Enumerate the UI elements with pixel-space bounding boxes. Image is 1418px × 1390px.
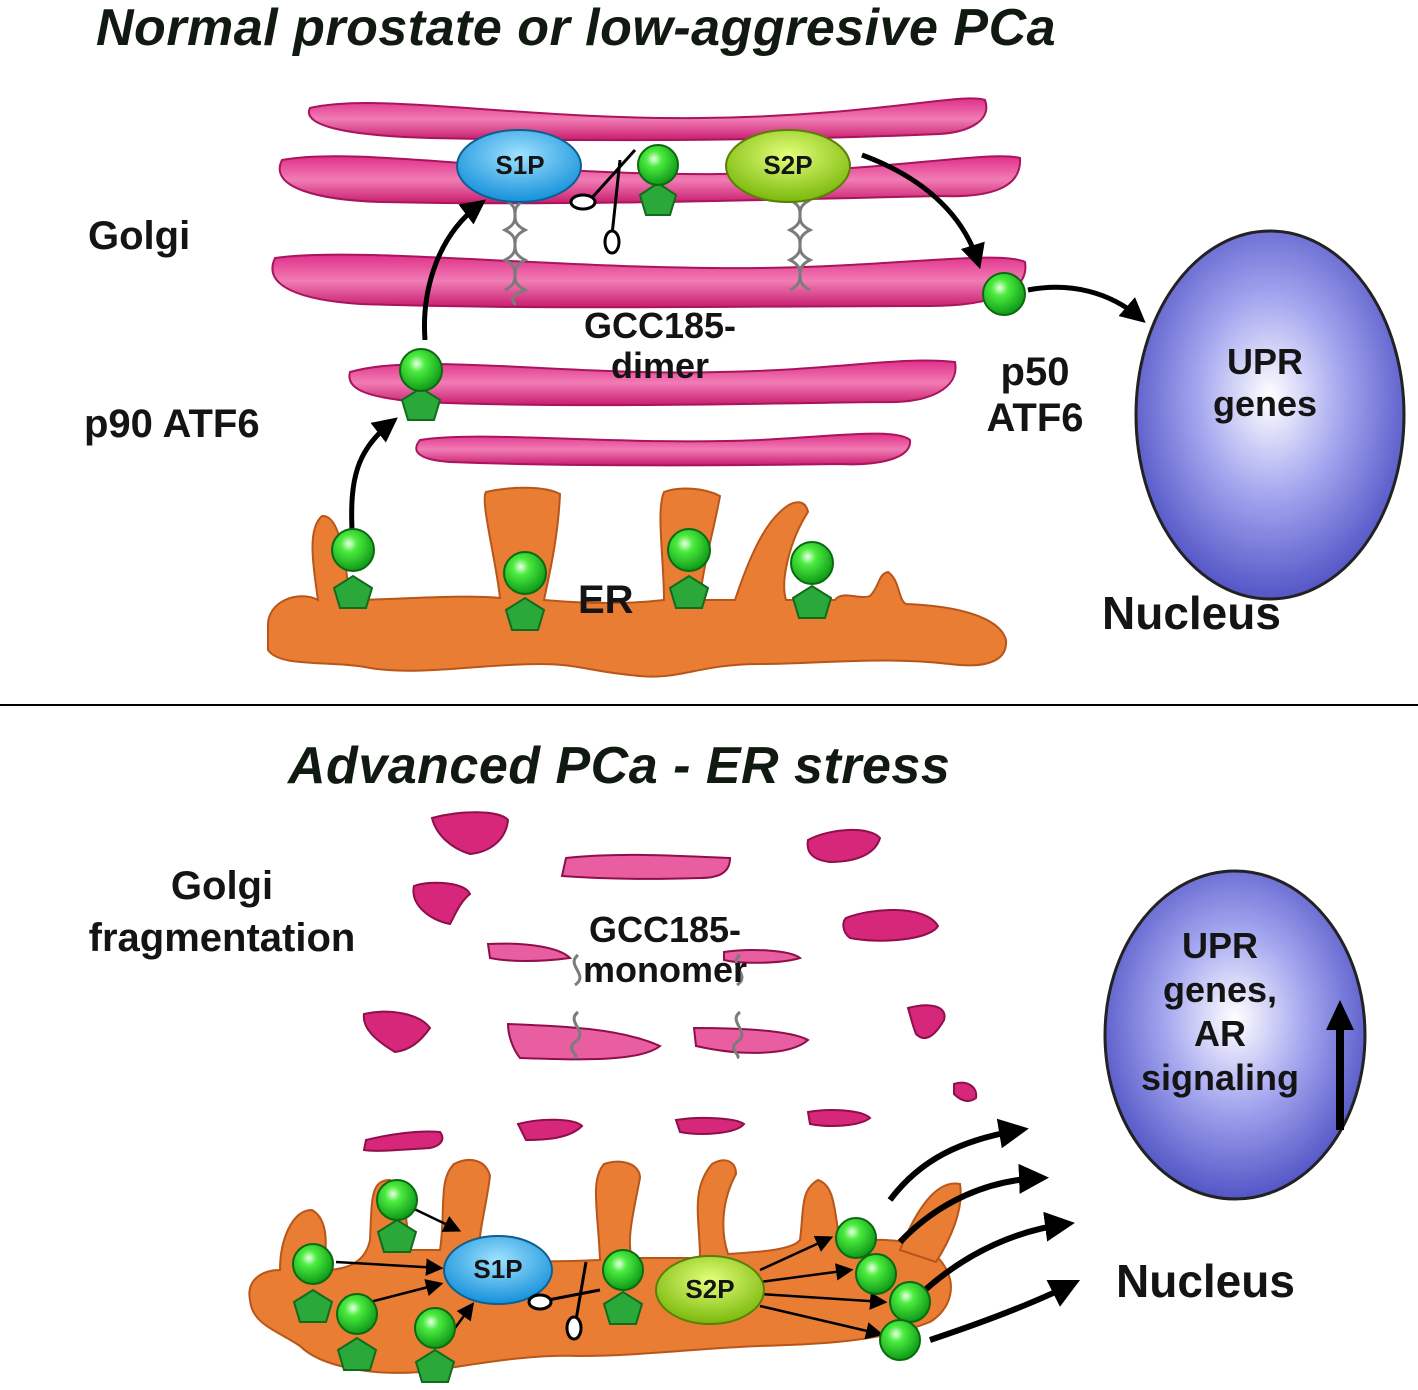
nucleus-label-top: Nucleus (1102, 587, 1281, 639)
gcc185-monomer-coils (570, 953, 744, 1060)
nucleus-genes-bottom: UPR genes, AR signaling (1120, 928, 1320, 1096)
s1p-enzyme-bottom (443, 1235, 553, 1305)
s2p-enzyme (725, 129, 851, 203)
top-title: Normal prostate or low-aggresive PCa (96, 0, 1057, 57)
bgenes-line2: genes, (1162, 969, 1278, 1010)
s1p-label-bottom: S1P (473, 1254, 523, 1284)
nucleus-label-bottom: Nucleus (1116, 1255, 1295, 1307)
golgi-fragmentation-label: Golgi fragmentation (22, 866, 422, 958)
top-arrows (349, 152, 1146, 531)
p50-line1: p50 (1000, 350, 1070, 394)
thick-arrows (887, 1118, 1081, 1343)
monomer-line1: GCC185- (588, 909, 742, 950)
gcc185-line1: GCC185- (583, 305, 737, 346)
bgenes-line3: AR (1194, 1013, 1246, 1054)
up-arrow-icon (1326, 1000, 1354, 1130)
s1p-label: S1P (495, 150, 545, 180)
er-label: ER (578, 578, 634, 622)
er-finger-1 (898, 1182, 962, 1264)
golgi-stack (271, 97, 1027, 467)
er-membrane (266, 486, 1008, 678)
atf6-top (331, 144, 1026, 631)
s2p-label-bottom: S2P (685, 1274, 735, 1304)
monomer-line2: monomer (582, 949, 748, 990)
golgi-label: Golgi (88, 214, 191, 258)
gcc185-monomer-label: GCC185- monomer (530, 912, 800, 988)
s2p-enzyme-bottom (655, 1255, 765, 1325)
genes-line1: UPR (1226, 341, 1303, 382)
nucleus-bottom (1103, 869, 1367, 1201)
scissors-icon-bottom (527, 1261, 601, 1341)
nucleus-genes-top: UPR genes (1180, 344, 1350, 422)
gcc185-dimer-label: GCC185- dimer (540, 308, 780, 384)
atf6-bottom (292, 1179, 931, 1383)
p50-atf6-label: p50 ATF6 (950, 352, 1120, 438)
bottom-title: Advanced PCa - ER stress (288, 737, 951, 795)
golgi-frag-line1: Golgi (170, 864, 274, 908)
nucleus-top (1134, 229, 1406, 601)
bgenes-line4: signaling (1140, 1057, 1299, 1098)
s1p-enzyme (456, 129, 582, 203)
gcc185-line2: dimer (610, 345, 710, 386)
s2p-label: S2P (763, 150, 813, 180)
scissors-icon (569, 148, 637, 255)
golgi-fragments (362, 811, 978, 1152)
p90-atf6-label: p90 ATF6 (84, 402, 260, 446)
thin-arrows (335, 1204, 888, 1340)
golgi-frag-line2: fragmentation (88, 916, 356, 960)
gcc185-dimer-coils (501, 198, 814, 306)
bgenes-line1: UPR (1181, 925, 1258, 966)
genes-line2: genes (1212, 383, 1318, 424)
p50-line2: ATF6 (986, 396, 1084, 440)
